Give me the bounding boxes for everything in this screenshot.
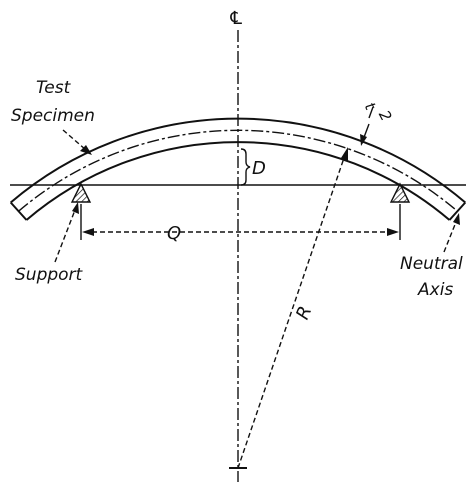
- radius-label: R: [292, 303, 316, 322]
- radius-arrowhead: [341, 147, 348, 161]
- depth-brace: [240, 148, 251, 186]
- span-dimension: [80, 204, 401, 240]
- svg-text:t: t: [361, 99, 380, 114]
- centerline-symbol: ℄: [228, 8, 244, 29]
- test-specimen: [9, 117, 467, 221]
- neutral-axis-label: Neutral: [400, 254, 463, 274]
- support-leader-arrow: [72, 202, 79, 214]
- span-label: Q: [167, 223, 181, 244]
- left-support: [70, 182, 92, 203]
- neutral-axis-leader-arrow: [453, 213, 460, 225]
- support-leader: [54, 209, 76, 263]
- depth-label: D: [252, 158, 266, 179]
- test-specimen-leader: [62, 129, 87, 151]
- specimen-inner-surface: [25, 141, 451, 221]
- specimen-right-end: [448, 201, 467, 221]
- support-label: Support: [15, 265, 84, 285]
- specimen-outer-surface: [10, 117, 466, 204]
- radius-line: [237, 154, 346, 469]
- test-specimen-label: Test: [36, 78, 72, 98]
- right-support: [389, 182, 411, 203]
- half-thickness-dimension: t 2: [360, 99, 395, 146]
- test-specimen-leader-arrow: [80, 145, 92, 155]
- neutral-axis-label-2: Axis: [417, 280, 453, 300]
- neutral-axis-leader: [443, 221, 457, 253]
- test-specimen-label-2: Specimen: [11, 106, 95, 126]
- svg-text:2: 2: [375, 107, 395, 124]
- neutral-axis-line: [18, 129, 458, 212]
- specimen-left-end: [9, 201, 28, 221]
